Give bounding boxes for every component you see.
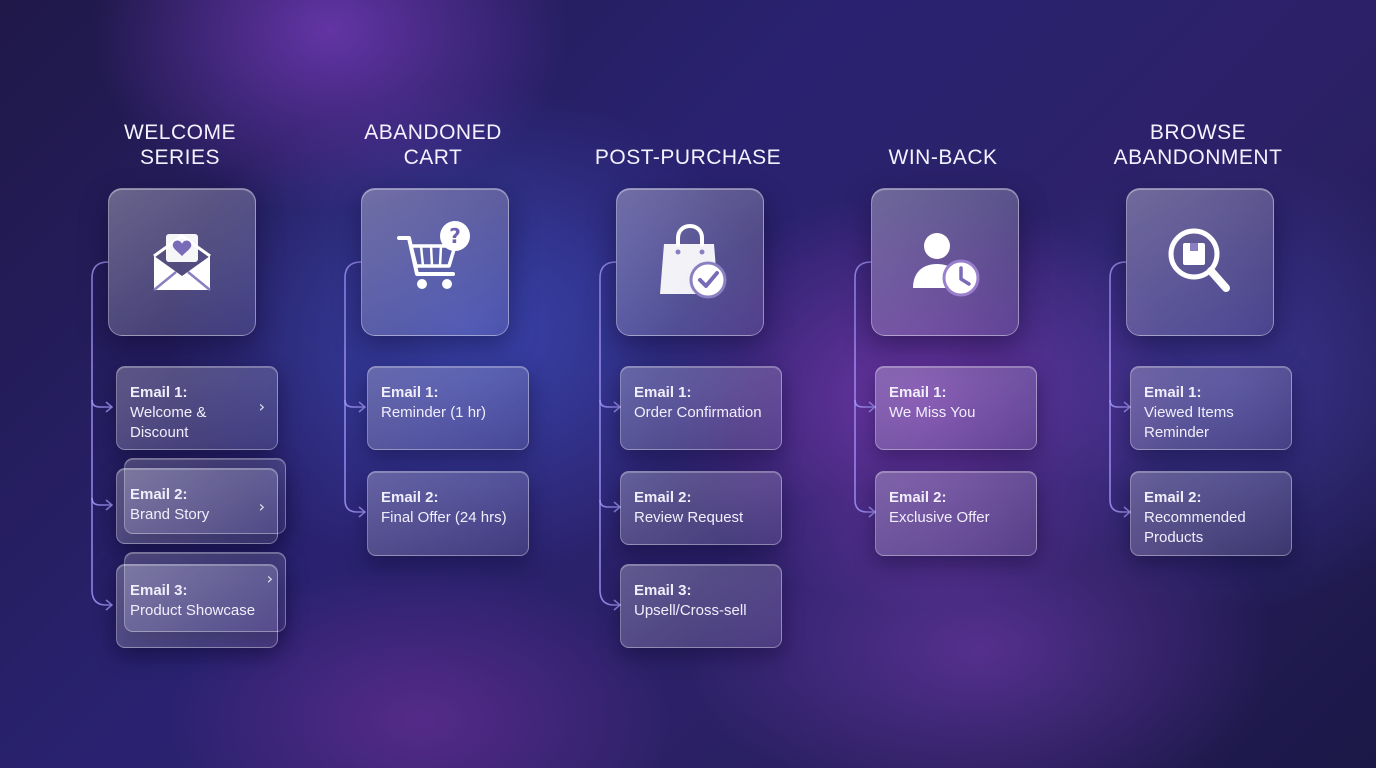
flow-win-back: WIN-BACK Email 1: We Miss You Email 2: E… (813, 0, 1073, 768)
email-number: Email 1: (130, 384, 188, 401)
chevron-right-icon: › (258, 397, 265, 416)
email-name: Reminder (1 hr) (381, 404, 487, 421)
email-number: Email 2: (889, 489, 947, 506)
email-card-1[interactable]: Email 1: Welcome & Discount › (116, 366, 278, 450)
chevron-right-icon: › (267, 569, 273, 589)
email-number: Email 2: (130, 486, 188, 503)
email-card-3[interactable]: Email 3: Upsell/Cross-sell (620, 564, 782, 648)
user-clock-icon (913, 233, 980, 297)
email-name: Recommended Products (1144, 509, 1246, 546)
email-name: Order Confirmation (634, 404, 762, 421)
email-number: Email 3: (634, 582, 692, 599)
flow-welcome-series: WELCOME SERIES Email 1: Welcome & Discou… (50, 0, 310, 768)
email-number: Email 1: (634, 384, 692, 401)
flow-title: BROWSE ABANDONMENT (1113, 121, 1283, 169)
email-number: Email 2: (634, 489, 692, 506)
email-card-2[interactable]: Email 2: Recommended Products (1130, 471, 1292, 556)
email-number: Email 3: (130, 582, 188, 599)
bag-check-icon (660, 223, 727, 299)
flow-icon-tile (108, 188, 256, 336)
svg-text:?: ? (449, 224, 461, 248)
email-number: Email 2: (1144, 489, 1202, 506)
email-name: We Miss You (889, 404, 976, 421)
flow-title: POST-PURCHASE (594, 146, 782, 169)
flow-title: WIN-BACK (888, 146, 998, 169)
email-name: Review Request (634, 509, 744, 526)
flow-icon-tile: ? (361, 188, 509, 336)
magnifier-box-icon (1168, 228, 1230, 292)
email-card-2[interactable]: Email 2: Brand Story › (116, 468, 278, 544)
envelope-heart-icon (153, 234, 211, 291)
email-card-1[interactable]: Email 1: We Miss You (875, 366, 1037, 450)
flow-icon-tile (871, 188, 1019, 336)
flow-title: ABANDONED CART (364, 121, 502, 169)
chevron-right-icon: › (258, 497, 265, 516)
email-card-2[interactable]: Email 2: Review Request (620, 471, 782, 545)
flow-abandoned-cart: ABANDONED CART ? Email 1: Reminder (1 hr… (303, 0, 563, 768)
flow-icon-tile (1126, 188, 1274, 336)
email-name: Product Showcase (130, 602, 256, 619)
email-card-1[interactable]: Email 1: Order Confirmation (620, 366, 782, 450)
email-name: Final Offer (24 hrs) (381, 509, 507, 526)
email-name: Brand Story (130, 506, 210, 523)
email-card-stack-shadow: › (124, 552, 286, 632)
email-card-2[interactable]: Email 2: Exclusive Offer (875, 471, 1037, 556)
flow-icon-tile (616, 188, 764, 336)
flow-post-purchase: POST-PURCHASE Email 1: Order Confirmatio… (558, 0, 818, 768)
email-card-1[interactable]: Email 1: Reminder (1 hr) (367, 366, 529, 450)
email-name: Welcome & Discount (130, 404, 207, 441)
email-card-stack-shadow (124, 458, 286, 534)
email-number: Email 1: (889, 384, 947, 401)
email-card-3[interactable]: Email 3: Product Showcase (116, 564, 278, 648)
email-number: Email 1: (381, 384, 439, 401)
email-name: Upsell/Cross-sell (634, 602, 747, 619)
email-name: Exclusive Offer (889, 509, 990, 526)
flow-title: WELCOME SERIES (123, 121, 236, 169)
email-number: Email 2: (381, 489, 439, 506)
flow-browse-abandonment: BROWSE ABANDONMENT Email 1: Viewed Items… (1068, 0, 1328, 768)
email-card-1[interactable]: Email 1: Viewed Items Reminder (1130, 366, 1292, 450)
email-card-2[interactable]: Email 2: Final Offer (24 hrs) (367, 471, 529, 556)
cart-question-icon: ? (397, 221, 470, 289)
email-name: Viewed Items Reminder (1144, 404, 1234, 441)
email-number: Email 1: (1144, 384, 1202, 401)
